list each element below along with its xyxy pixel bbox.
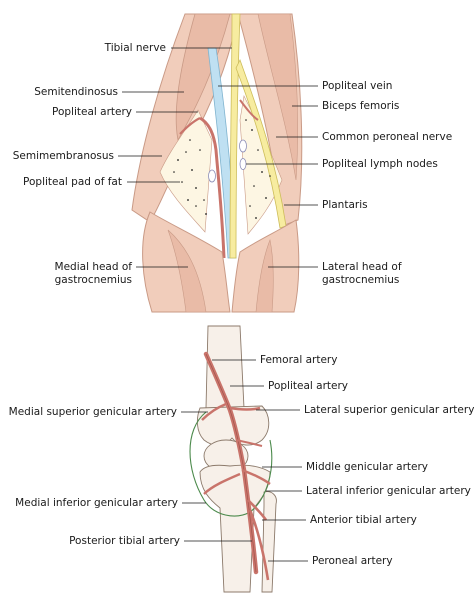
label-popliteal-vein: Popliteal vein (322, 80, 392, 92)
popliteal-artery-top (199, 116, 226, 259)
popliteal-artery-branch (179, 117, 201, 135)
label-semimembranosus: Semimembranosus (13, 150, 114, 162)
semitendinosus-muscle (175, 13, 231, 142)
top-labels: Tibial nerve Semitendinosus Popliteal ar… (13, 42, 452, 286)
fibula (261, 491, 277, 593)
medial-superior-genicular-branch (201, 402, 227, 421)
peroneal-artery-branch (248, 509, 270, 581)
label-tibial-nerve: Tibial nerve (104, 42, 166, 54)
anterior-tibial-branch (247, 499, 268, 521)
label-lateral-head-line1: Lateral head of (322, 261, 402, 273)
knee-arteries-figure (189, 325, 277, 593)
label-femoral-artery: Femoral artery (260, 354, 337, 366)
lateral-superior-genicular-branch (229, 406, 261, 411)
bottom-labels: Femoral artery Popliteal artery Medial s… (9, 354, 474, 567)
lateral-head-shade (255, 238, 274, 313)
lateral-inferior-genicular-branch (241, 468, 271, 485)
label-popliteal-pad-of-fat: Popliteal pad of fat (23, 176, 122, 188)
knee-capsule-outline (189, 411, 273, 517)
label-medial-superior-genicular: Medial superior genicular artery (9, 406, 177, 418)
label-lateral-head-line2: gastrocnemius (322, 274, 399, 286)
middle-genicular-branch (235, 439, 263, 447)
medial-head-shade (167, 229, 207, 313)
label-peroneal-artery: Peroneal artery (312, 555, 393, 567)
label-medial-inferior-genicular: Medial inferior genicular artery (15, 497, 178, 509)
biceps-femoris-shade (257, 13, 298, 181)
genicular-branch-top (239, 99, 259, 121)
label-posterior-tibial: Posterior tibial artery (69, 535, 180, 547)
top-leader-lines (118, 47, 318, 268)
popliteal-lymph-node (239, 139, 247, 153)
medial-inferior-genicular-branch (203, 472, 241, 495)
label-medial-head-line2: gastrocnemius (55, 274, 132, 286)
label-popliteal-lymph-nodes: Popliteal lymph nodes (322, 158, 438, 170)
popliteal-fossa-figure (131, 13, 303, 313)
tibial-nerve (229, 13, 241, 259)
label-anterior-tibial: Anterior tibial artery (310, 514, 417, 526)
label-common-peroneal-nerve: Common peroneal nerve (322, 131, 452, 143)
label-semitendinosus: Semitendinosus (34, 86, 118, 98)
tibia (199, 464, 271, 593)
label-plantaris: Plantaris (322, 199, 368, 211)
label-middle-genicular: Middle genicular artery (306, 461, 428, 473)
label-medial-head-line1: Medial head of (55, 261, 133, 273)
fat-stipple (173, 119, 271, 219)
label-popliteal-artery-lower: Popliteal artery (268, 380, 348, 392)
label-biceps-femoris: Biceps femoris (322, 100, 399, 112)
femoral-artery-outline (205, 353, 257, 573)
label-popliteal-artery: Popliteal artery (52, 106, 132, 118)
label-lateral-inferior-genicular: Lateral inferior genicular artery (306, 485, 471, 497)
bottom-leader-lines (181, 359, 308, 562)
popliteal-lymph-node (208, 169, 216, 183)
label-lateral-superior-genicular: Lateral superior genicular artery (304, 404, 474, 416)
popliteal-lymph-node (239, 158, 247, 170)
